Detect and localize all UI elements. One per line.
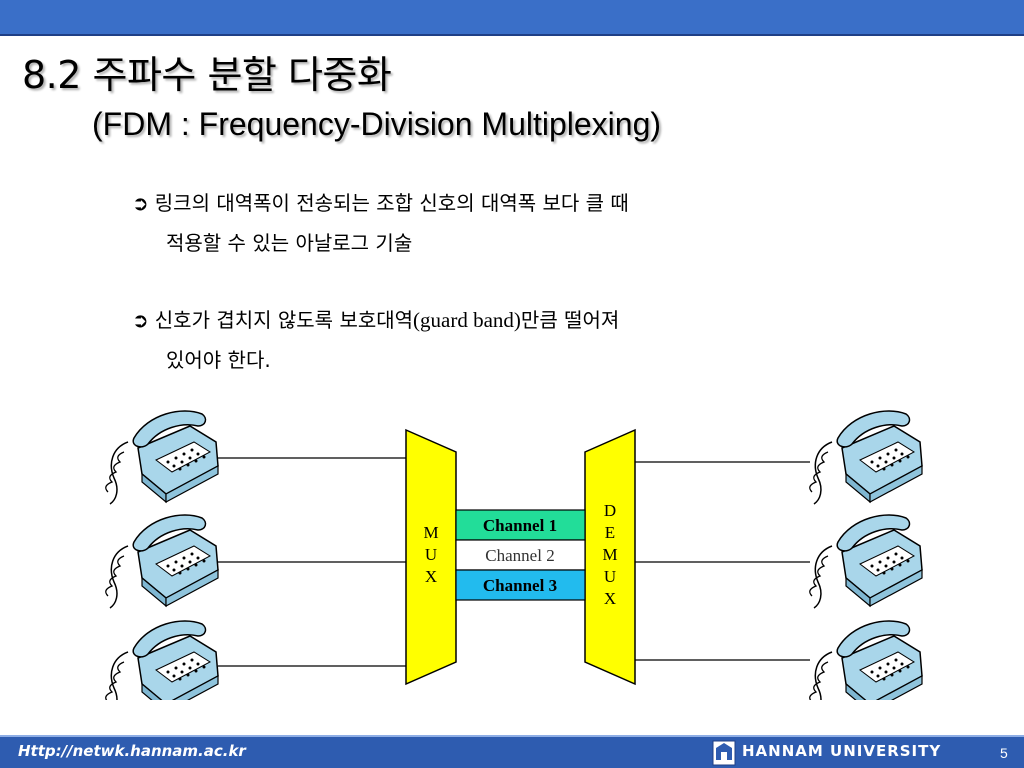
university-logo-icon <box>712 740 736 766</box>
demux-letter: M <box>602 545 617 564</box>
telephone-icon <box>809 620 923 700</box>
channel-2-band <box>455 539 586 571</box>
telephone-icon <box>105 410 219 505</box>
top-bar <box>0 0 1024 36</box>
telephone-icon <box>809 514 923 609</box>
channel-1-label: Channel 1 <box>483 516 557 535</box>
bullet-1: ➲링크의 대역폭이 전송되는 조합 신호의 대역폭 보다 클 때 적용할 수 있… <box>132 183 629 263</box>
channel-2-label: Channel 2 <box>485 546 554 565</box>
channel-3-label: Channel 3 <box>483 576 557 595</box>
telephone-icon <box>105 514 219 609</box>
fdm-diagram: M U X D E M U X Channel 1 Channel 2 Chan… <box>105 410 923 700</box>
slide-title: 8.2 주파수 분할 다중화 <box>22 53 392 97</box>
telephone-icon <box>809 410 923 505</box>
bullet-1-line-2: 적용할 수 있는 아날로그 기술 <box>166 231 413 255</box>
page-number: 5 <box>1000 745 1008 761</box>
slide-subtitle: (FDM : Frequency-Division Multiplexing) <box>92 106 662 142</box>
channel-1-band <box>455 509 586 541</box>
bullet-2: ➲신호가 겹치지 않도록 보호대역(guard band)만큼 떨어져 있어야 … <box>132 300 619 380</box>
footer-bar: Http://netwk.hannam.ac.kr HANNAM UNIVERS… <box>0 735 1024 768</box>
channel-3-band <box>455 569 586 601</box>
mux-letter: X <box>425 567 437 586</box>
bullet-2-line-1-suffix: 만큼 떨어져 <box>520 308 620 332</box>
footer-url-link[interactable]: Http://netwk.hannam.ac.kr <box>18 742 246 760</box>
demux-letter: E <box>605 523 615 542</box>
bullet-2-line-2: 있어야 한다. <box>166 348 271 372</box>
bullet-2-line-1-prefix: 신호가 겹치지 않도록 보호대역 <box>154 308 414 332</box>
demux-letter: D <box>604 501 616 520</box>
mux-letter: M <box>423 523 438 542</box>
footer-university-name: HANNAM UNIVERSITY <box>742 742 942 760</box>
mux-letter: U <box>425 545 437 564</box>
demux-letter: U <box>604 567 616 586</box>
demux-letter: X <box>604 589 616 608</box>
bullet-1-line-1: 링크의 대역폭이 전송되는 조합 신호의 대역폭 보다 클 때 <box>154 191 629 215</box>
mux-block <box>405 428 457 686</box>
telephone-icon <box>105 620 219 700</box>
bullet-2-guard-band: (guard band) <box>413 308 521 332</box>
arrow-bullet-icon: ➲ <box>132 191 149 215</box>
arrow-bullet-icon: ➲ <box>132 308 149 332</box>
